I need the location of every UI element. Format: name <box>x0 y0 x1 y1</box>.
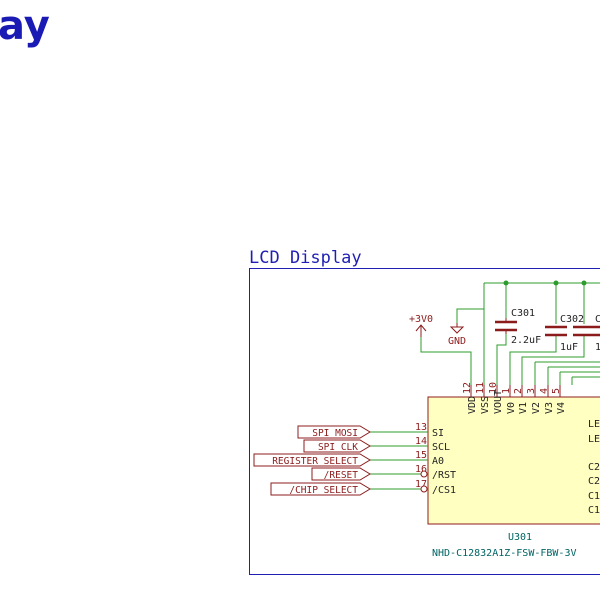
pin-number: 5 <box>551 388 562 394</box>
pin-name: C2 <box>588 476 600 487</box>
pin-name: VDD <box>467 396 478 414</box>
power-3v0-label: +3V0 <box>409 314 433 325</box>
wires <box>420 282 600 385</box>
page-title: ay <box>0 3 50 49</box>
ground-label: GND <box>448 336 466 347</box>
component-part-number: NHD-C12832A1Z-FSW-FBW-3V <box>432 548 577 559</box>
net-label-text: /RESET <box>324 470 359 481</box>
component-ref: U301 <box>508 532 532 543</box>
ground-symbol: GND <box>448 323 466 347</box>
capacitor-c302-value: 1uF <box>560 342 578 353</box>
pin-number: 11 <box>475 382 486 394</box>
pin-name: /RST <box>432 470 456 481</box>
pin-name: V2 <box>531 402 542 414</box>
pin-name: VOUT <box>493 390 504 414</box>
pin-name: V1 <box>518 402 529 414</box>
pin-number: 16 <box>415 464 427 475</box>
pin-number: 10 <box>488 382 499 394</box>
net-label-box <box>297 425 371 439</box>
capacitor-c302: C302 1uF <box>545 314 584 353</box>
net-label-text: SPI_CLK <box>318 442 358 453</box>
pin-name: C1 <box>588 491 600 502</box>
pin-number: 2 <box>513 388 524 394</box>
net-label-box <box>303 439 371 453</box>
capacitor-c303-value: 1 <box>595 342 600 353</box>
net-label-text: /CHIP_SELECT <box>289 485 358 496</box>
junction-dot <box>503 280 509 286</box>
net-label-box <box>270 482 371 496</box>
pin-name: V0 <box>506 402 517 414</box>
capacitor-c303-ref: C <box>595 314 600 325</box>
net-label-box <box>253 453 371 467</box>
junction-dots <box>503 280 587 286</box>
pin-name: SCL <box>432 442 450 453</box>
net-label-box <box>311 467 371 481</box>
pin-number: 3 <box>526 388 537 394</box>
pin-name: C2 <box>588 462 600 473</box>
capacitor-c303: C 1 <box>573 314 600 353</box>
pin-name: V4 <box>556 402 567 414</box>
pin-number: 17 <box>415 479 427 490</box>
capacitor-c302-ref: C302 <box>560 314 584 325</box>
pin-number: 13 <box>415 422 427 433</box>
junction-dot <box>553 280 559 286</box>
capacitor-c301-ref: C301 <box>511 308 535 319</box>
pin-name: C1 <box>588 505 600 516</box>
pin-number: 4 <box>539 388 550 394</box>
net-label-text: REGISTER_SELECT <box>272 456 358 467</box>
pin-inverted-bubble <box>420 470 428 478</box>
sheet-border <box>249 268 600 575</box>
pin-name: LED <box>588 434 600 445</box>
pin-name: LED <box>588 419 600 430</box>
junction-dot <box>581 280 587 286</box>
capacitor-c301: C301 2.2uF <box>495 308 541 346</box>
pin-number: 1 <box>501 388 512 394</box>
net-label-text: SPI_MOSI <box>312 428 358 439</box>
pin-number: 15 <box>415 450 427 461</box>
power-3v0-symbol: +3V0 <box>409 314 433 337</box>
right-pins: LEDLEDC2C2C1C1 <box>588 419 600 516</box>
pin-name: VSS <box>480 396 491 414</box>
lcd-module-body <box>427 396 600 525</box>
sheet-title: LCD Display <box>249 248 362 268</box>
pin-name: /CS1 <box>432 485 456 496</box>
pin-inverted-bubble <box>420 485 428 493</box>
pin-number: 14 <box>415 436 427 447</box>
pin-name: A0 <box>432 456 444 467</box>
capacitor-c301-value: 2.2uF <box>511 335 541 346</box>
pin-number: 12 <box>462 382 473 394</box>
pin-name: SI <box>432 428 444 439</box>
pin-name: V3 <box>544 402 555 414</box>
